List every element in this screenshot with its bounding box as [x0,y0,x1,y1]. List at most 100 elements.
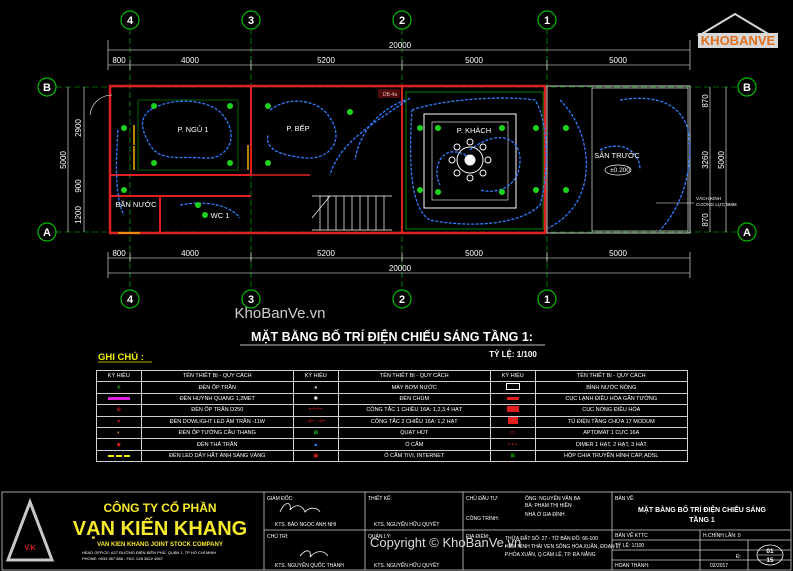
dia-diem-line2: HẺM NINH THÁI VEN SÔNG HÒA XUÂN, ĐOẠN 2, [505,543,620,550]
breaker-icon: ▭ [489,426,536,440]
room-label-san-truoc: SÂN TRƯỚC [594,151,640,160]
legend-row: ĐÈN HUỲNH QUANG 1,2MET ✺ ĐÈN CHÙM CỤC LẠ… [96,392,689,406]
legend-header: KÝ HIỆU [292,369,339,383]
chinh-lan: H.CHỈNH LẦN: 0 [703,532,741,539]
switch-2way-icon: ⊣⊢ ⊣⊢ [292,415,339,428]
cong-trinh-label: CÔNG TRÌNH: [466,515,499,522]
legend-desc: CỤC LẠNH ĐIỀU HÒA GẮN TƯỜNG [534,392,689,406]
legend-desc: ĐÈN ỐP TƯỜNG CẦU THANG [140,426,294,440]
watermark-logo-text: KHOBANVE [701,33,776,48]
led-strip-icon [96,449,142,463]
watermark-site-text: KhoBanVe.vn [235,305,326,322]
dim-top-4000: 4000 [181,56,199,65]
quan-ly-name: KTS. NGUYỄN HỮU QUYẾT [374,562,439,569]
legend-desc: MÁY BƠM NƯỚC [337,381,491,394]
chandelier-legend-icon: ✺ [292,392,339,406]
legend-row: ◐ ĐÈN ỐP TƯỜNG CẦU THANG ⊠ QUẠT HÚT ▭ AP… [96,426,689,440]
legend-desc: BÌNH NƯỚC NÓNG [534,381,689,394]
exhaust-fan-icon: ⊠ [292,426,339,440]
axis-top-1: 1 [544,15,550,27]
legend-desc: ĐÈN DOWLIGHT LED ÂM TRẦN -11W [140,415,294,428]
legend-desc: ĐÈN ỐP TRẦN D250 [140,404,294,417]
dim-bottom-5000a: 5000 [465,249,483,258]
legend-header: KÝ HIỆU [96,369,142,383]
right-dimensions [709,87,727,232]
logo-letters: V.K [24,545,35,552]
wall-light-icon: ◐ [96,426,142,440]
ac-indoor-icon [489,392,536,406]
legend-desc: TỦ ĐIỆN TẦNG CHỨA 17 MODUM [534,415,689,428]
room-label-ngu1: P. NGỦ 1 [177,125,208,134]
dim-top-5000b: 5000 [609,56,627,65]
dim-top-5000a: 5000 [465,56,483,65]
axis-top-3: 3 [248,15,254,27]
dim-right-total: 5000 [717,151,726,169]
giam-doc-label: GIÁM ĐỐC: [267,495,294,502]
legend-desc: CÔNG TẮC 2 CHIỀU 16A: 1,2 HẠT [337,415,491,428]
legend-row: ĐÈN LED DÂY HẮT ÁNH SÁNG VÀNG ▣ Ổ CẮM TI… [96,449,689,463]
bottom-axis-row [120,289,557,309]
fluorescent-light-icon [96,392,142,406]
legend-row: ✳ ĐÈN ỐP TRẦN ● MÁY BƠM NƯỚC BÌNH NƯỚC N… [96,381,689,394]
legend-header: TÊN THIẾT BỊ - QUY CÁCH [337,369,491,383]
legend-desc: ĐÈN THẢ TRẦN [140,438,294,451]
lighting-wires [115,97,691,231]
dim-bottom-5200: 5200 [317,249,335,258]
hoan-thanh-date: 02/2017 [710,563,728,569]
room-label-bep: P. BẾP [286,123,309,133]
chandelier-icon [448,138,492,182]
thiet-ke-name: KTS. NGUYỄN HỮU QUYẾT [374,521,439,528]
chu-tri-name: KTS. NGUYỄN QUỐC THÀNH [275,562,344,569]
chu-dau-tu-name: ÔNG: NGUYỄN VĂN BA [525,495,581,502]
legend-desc: Ổ CẮM [337,438,491,451]
legend-header-row: KÝ HIỆU TÊN THIẾT BỊ - QUY CÁCH KÝ HIỆU … [96,369,689,383]
axis-left-b: B [43,82,51,94]
axis-bottom-1: 1 [544,294,550,306]
dia-diem-line1: THỬA ĐẤT SỐ: 27 - TỜ BẢN ĐỒ: 66-100 [505,535,598,542]
water-heater-icon [489,381,536,394]
sheet-total: 15 [766,557,774,564]
downlight-icon: ✦ [96,415,142,428]
axis-bottom-2: 2 [399,294,405,306]
axis-left-a: A [43,227,51,239]
cable-box-icon: ⊞ [489,449,536,463]
company-line3: VAN KIEN KHANG JOINT STOCK COMPANY [97,542,223,548]
dim-top-800: 800 [112,56,126,65]
dim-bottom-800: 800 [112,249,126,258]
legend-desc: ĐÈN ỐP TRẦN [140,381,294,394]
dim-left-900: 900 [74,179,83,193]
legend-header: TÊN THIẾT BỊ - QUY CÁCH [140,369,294,383]
dimmer-icon: ▪ ▪ ▪ [489,438,536,451]
axis-right-b: B [743,82,751,94]
dim-left-total: 5000 [59,151,68,169]
chu-tri-label: CHỦ TRÌ: [267,533,289,540]
dim-right-3260: 3260 [701,151,710,169]
dim-right-870b: 870 [701,213,710,227]
axis-right-a: A [743,227,751,239]
room-label-ban-nuoc: BẦN NƯỚC [115,199,157,209]
ceiling-light-icon: ✳ [96,381,142,394]
walls [108,84,691,235]
thiet-ke-label: THIẾT KẾ: [368,495,392,502]
top-axis-row [120,10,557,30]
ac-outdoor-icon [489,404,536,417]
staircase [311,195,392,231]
legend-desc: CÔNG TẮC 1 CHIỀU 16A: 1,2,3,4 HẠT [337,404,491,417]
side-axis-bubbles [37,77,757,242]
legend-desc: Ổ CẮM TIVI, INTERNET [337,449,491,463]
company-addr2: PHONE: 0934 567 888 - FAX: 028 3822 4567 [82,556,164,561]
chu-dau-tu-name2: BÀ: PHẠM THỊ HIỀN [525,502,572,509]
dia-diem-label: ĐỊA ĐIỂM: [466,533,489,540]
dia-diem-line3: P.HÒA XUÂN, Q.CẨM LỆ, TP. ĐÀ NẴNG [505,550,596,558]
signatures [279,503,329,558]
switch-1way-icon: ⊢⊢⊢ [292,404,339,417]
dim-left-1200: 1200 [74,206,83,224]
ceiling-lights [121,103,569,218]
dim-top-5200: 5200 [317,56,335,65]
sheet-number: 01 15 [756,544,784,566]
axis-top-2: 2 [399,15,405,27]
glass-wall-label-1: VÁCH KÍNH [696,195,721,201]
pendant-light-icon: ◆ [96,438,142,451]
doors [118,125,249,234]
title-block: V.K CÔNG TY CỔ PHẦN VẠN KIẾN KHANG VAN K… [1,491,792,571]
